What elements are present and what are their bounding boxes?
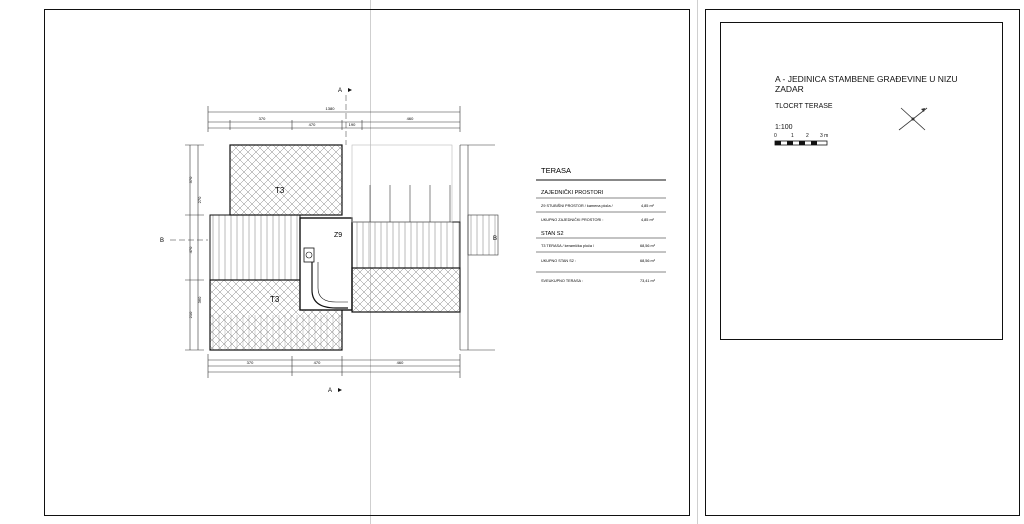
room-label-z9: Z9 [334, 232, 342, 239]
dimension-label: 470 [314, 360, 321, 365]
terrace-right [351, 267, 461, 313]
schedule-total-value: 73,41 m² [640, 279, 656, 283]
schedule-total: SVEUKUPNO TERASA : [541, 279, 583, 283]
scale-tick-label: 0 [774, 133, 777, 139]
dimension-label: 270 [197, 196, 202, 203]
schedule-section-apartment: STAN S2 [541, 231, 564, 237]
drawing-name: TLOCRT TERASE [775, 103, 833, 110]
railing-right [459, 144, 499, 351]
terrace-strip-right [351, 221, 461, 269]
dimension-label: 360 [197, 296, 202, 303]
project-title: A - JEDINICA STAMBENE GRAĐEVINE U NIZU Z… [775, 74, 995, 94]
scale-tick-label: 2 [806, 133, 809, 139]
schedule-subtotal-apartment: UKUPNO STAN S2 : [541, 259, 576, 263]
project-title-line1: A - JEDINICA STAMBENE GRAĐEVINE U NIZU [775, 74, 958, 84]
schedule-row-t3: T3 TERASA / keramička ploča / [541, 244, 595, 248]
schedule-row-z9: Z9 STUBIŠNI PROSTOR / kamena ploča / [541, 203, 614, 208]
schedule-section-common: ZAJEDNIČKI PROSTORI [541, 189, 604, 196]
dimension-lines-left [185, 144, 204, 351]
title-block [720, 22, 1003, 340]
dimension-label: 460 [407, 116, 414, 121]
dimension-label: 370 [259, 116, 266, 121]
page-divider [697, 0, 698, 524]
dimension-label: 470 [309, 122, 316, 127]
dimension-label: 190 [349, 122, 356, 127]
drawing-sheet [44, 9, 690, 516]
dimension-label: 1380 [326, 106, 336, 111]
schedule-subtotal-common: UKUPNO ZAJEDNIČKI PROSTORI : [541, 217, 603, 222]
dimension-label: 470 [188, 246, 193, 253]
dimension-lines-bottom [207, 354, 461, 378]
schedule-row-z9-value: 4,85 m² [641, 204, 655, 208]
pergola [351, 144, 453, 223]
project-title-line2: ZADAR [775, 84, 804, 94]
room-label-t3-bottom: T3 [270, 295, 280, 304]
title-sheet [705, 9, 1020, 516]
schedule-subtotal-common-value: 4,85 m² [641, 218, 655, 222]
scale-tick-label: 3 m [820, 133, 829, 139]
dimension-label: 210 [188, 311, 193, 318]
dimension-label: 370 [188, 176, 193, 183]
section-mark-b-left: B [160, 238, 164, 244]
section-mark-b-right: B [493, 236, 497, 242]
scale-label: 1:100 [775, 124, 793, 131]
stair-core-z9 [299, 217, 353, 311]
dimension-lines-top [207, 106, 461, 132]
schedule-subtotal-apartment-value: 68,56 m² [640, 259, 656, 263]
schedule-row-t3-value: 68,56 m² [640, 244, 656, 248]
section-mark-a-bottom: A [328, 388, 332, 394]
room-label-t3-top: T3 [275, 186, 285, 195]
scale-tick-label: 1 [791, 133, 794, 139]
north-arrow-icon [898, 107, 928, 131]
dimension-label: 460 [397, 360, 404, 365]
dimension-label: 370 [247, 360, 254, 365]
schedule-title: TERASA [541, 166, 571, 175]
section-mark-a-top: A [338, 88, 342, 94]
